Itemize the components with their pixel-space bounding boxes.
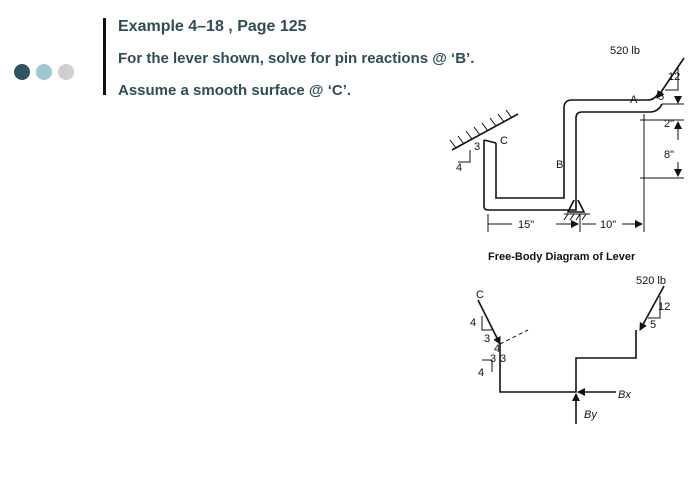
fbd-surface-3: 3	[490, 353, 496, 365]
pin-support-b	[566, 199, 586, 213]
dot-light	[36, 64, 52, 80]
fbd-surface-4: 4	[478, 367, 484, 379]
fbd-c-slope-3b: 3	[500, 353, 506, 365]
slide-decoration-dots	[14, 64, 74, 80]
fbd-slope-5: 5	[650, 319, 656, 331]
point-b-label: B	[556, 159, 563, 171]
free-body-diagram	[477, 285, 665, 424]
fbd-lever-line	[499, 330, 637, 393]
dot-grey	[58, 64, 74, 80]
wall-surface	[451, 113, 519, 151]
dim-2-in: 2"	[664, 118, 674, 130]
slide-title: Example 4–18 , Page 125	[118, 18, 307, 35]
fbd-bx-label: Bx	[618, 389, 631, 401]
dim-10-in: 10"	[600, 219, 616, 231]
dim-15-in: 15"	[518, 219, 534, 231]
wall-hatching	[449, 109, 513, 149]
divider-bar	[103, 18, 106, 95]
c-slope-4: 4	[456, 162, 462, 174]
fbd-slope-12: 12	[658, 301, 670, 313]
fbd-load-label: 520 lb	[636, 275, 666, 287]
fbd-c-slope-triangle	[481, 316, 492, 331]
lever-outline-inner	[495, 93, 659, 199]
fbd-c-slope-4: 4	[470, 317, 476, 329]
fbd-c-surface-dashed	[499, 329, 529, 345]
fbd-by-label: By	[584, 409, 598, 421]
fbd-c-label: C	[476, 289, 484, 301]
lever-figure	[449, 57, 685, 232]
fbd-c-slope-3: 3	[484, 333, 490, 345]
load-arrow	[656, 57, 685, 99]
dot-dark	[14, 64, 30, 80]
fbd-reaction-c-arrow	[477, 299, 501, 345]
fbd-title: Free-Body Diagram of Lever	[488, 251, 636, 263]
c-slope-3: 3	[474, 141, 480, 153]
lever-outline-outer	[483, 103, 663, 211]
load-label: 520 lb	[610, 45, 640, 57]
fbd-load-slope-triangle	[648, 296, 661, 319]
problem-line-2: Assume a smooth surface @ ‘C’.	[118, 82, 352, 99]
fbd-c-slope-4b: 4	[494, 343, 500, 355]
point-a-label: A	[630, 94, 638, 106]
point-c-label: C	[500, 135, 508, 147]
fbd-c-surface-triangle	[482, 359, 493, 372]
problem-line-1: For the lever shown, solve for pin react…	[118, 50, 475, 67]
dimension-lines	[487, 96, 684, 232]
dim-8-in: 8"	[664, 149, 674, 161]
fbd-load-arrow	[639, 285, 665, 331]
load-slope-5: 5	[658, 91, 664, 103]
load-slope-12: 12	[668, 71, 680, 83]
c-slope-triangle	[458, 150, 471, 163]
ground-hatch-b	[563, 213, 590, 221]
load-slope-triangle	[665, 68, 679, 91]
